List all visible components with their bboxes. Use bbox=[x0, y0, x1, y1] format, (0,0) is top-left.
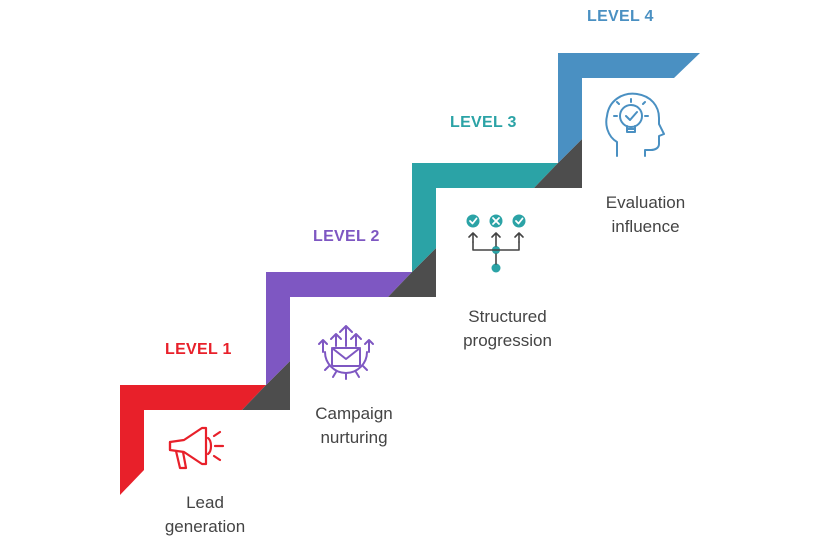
gear-mail-arrows-icon bbox=[318, 325, 374, 380]
level-4-caption-line2: influence bbox=[611, 217, 680, 236]
level-3-caption: Structured progression bbox=[445, 305, 570, 353]
level-1-caption: Lead generation bbox=[150, 491, 260, 539]
level-4-caption-line1: Evaluation bbox=[605, 193, 686, 212]
step-shadow-2 bbox=[388, 248, 436, 297]
step-level-1 bbox=[120, 385, 266, 495]
step-level-4 bbox=[558, 53, 700, 163]
level-4-label: LEVEL 4 bbox=[587, 8, 654, 25]
step-shadow-1 bbox=[242, 361, 290, 410]
level-1-label: LEVEL 1 bbox=[165, 341, 232, 358]
level-3-label: LEVEL 3 bbox=[450, 114, 517, 131]
branching-flow-icon bbox=[466, 214, 526, 273]
head-lightbulb-icon bbox=[605, 92, 665, 157]
megaphone-icon bbox=[168, 426, 225, 470]
step-level-3 bbox=[412, 163, 558, 272]
level-2-caption-line2: nurturing bbox=[320, 428, 388, 447]
level-1-caption-line2: generation bbox=[164, 517, 246, 536]
step-shadow-3 bbox=[534, 139, 582, 188]
level-4-caption: Evaluation influence bbox=[588, 191, 703, 239]
level-2-caption-line1: Campaign bbox=[315, 404, 393, 423]
level-2-caption: Campaign nurturing bbox=[294, 402, 414, 450]
level-1-caption-line1: Lead bbox=[186, 493, 224, 512]
step-level-2 bbox=[266, 272, 412, 385]
level-2-label: LEVEL 2 bbox=[313, 228, 380, 245]
level-3-caption-line2: progression bbox=[463, 331, 552, 350]
level-3-caption-line1: Structured bbox=[468, 307, 547, 326]
